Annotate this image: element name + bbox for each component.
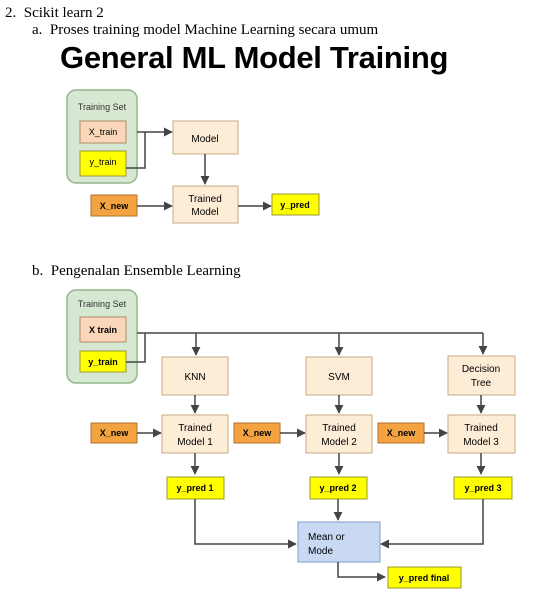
y-pred-box	[271, 193, 320, 216]
subsection-a-title: Proses training model Machine Learning s…	[49, 22, 379, 38]
svm-label: SVM	[328, 372, 350, 383]
y-pred-1-label: y_pred 1	[176, 483, 213, 493]
arrow-ytrain-model	[126, 132, 146, 169]
section-number: 2.	[5, 5, 17, 21]
section-title: Scikit learn 2	[23, 5, 104, 21]
trained-model-2-box	[305, 414, 373, 454]
subsection-b-marker: b.	[32, 263, 44, 279]
trained-model-1-box	[161, 414, 229, 454]
svm-box	[305, 356, 373, 396]
knn-label: KNN	[184, 372, 205, 383]
trained-model-3-box	[447, 414, 516, 454]
x-new-label-1: X_new	[100, 428, 130, 438]
trained-model-2-line2: Model 2	[321, 437, 357, 448]
x-train-label: X_train	[89, 127, 118, 137]
y-pred-final-label: y_pred final	[399, 573, 450, 583]
trained-model-3-line2: Model 3	[463, 437, 499, 448]
mean-mode-box	[297, 521, 381, 563]
knn-box	[161, 356, 229, 396]
trained-model-label-line1: Trained	[188, 194, 222, 205]
trained-model-3-line1: Trained	[464, 423, 498, 434]
y-train-box	[79, 150, 127, 177]
mean-mode-line1: Mean or	[308, 532, 345, 543]
subsection-b-title: Pengenalan Ensemble Learning	[50, 263, 241, 279]
arrow-ypred1-mean	[194, 499, 297, 549]
training-set-label-2: Training Set	[78, 299, 127, 309]
diagram1: Training Set X_train y_train Model X_new…	[66, 89, 320, 224]
x-new-label-3: X_new	[387, 428, 417, 438]
trained-model-label-line2: Model	[191, 207, 218, 218]
mean-mode-line2: Mode	[308, 546, 333, 557]
x-new-label-2: X_new	[243, 428, 273, 438]
diagram2: Training Set X train y_train KNN SVM Dec…	[66, 289, 516, 589]
trained-model-1-line1: Trained	[178, 423, 212, 434]
decision-tree-box	[447, 355, 516, 396]
model-box	[172, 120, 239, 155]
y-pred-final-box	[387, 566, 462, 589]
trained-model-1-line2: Model 1	[177, 437, 213, 448]
y-pred-label: y_pred	[280, 200, 310, 210]
x-train-label-2: X train	[89, 325, 117, 335]
diagram1-title: General ML Model Training	[60, 40, 449, 75]
subsection-a-marker: a.	[32, 22, 43, 38]
y-pred-2-label: y_pred 2	[319, 483, 356, 493]
model-label: Model	[191, 134, 218, 145]
subsection-a-heading: a. Proses training model Machine Learnin…	[32, 21, 378, 39]
y-pred-3-label: y_pred 3	[464, 483, 501, 493]
trained-model-box	[172, 185, 239, 224]
x-train-box	[79, 120, 127, 144]
y-train-label-2: y_train	[88, 357, 118, 367]
subsection-b-heading: b. Pengenalan Ensemble Learning	[32, 262, 241, 280]
section-heading: 2. Scikit learn 2	[5, 4, 104, 22]
decision-tree-label-line1: Decision	[462, 364, 500, 375]
arrow-mean-final	[337, 562, 386, 582]
y-train-label: y_train	[89, 157, 116, 167]
training-set-label: Training Set	[78, 102, 127, 112]
decision-tree-label-line2: Tree	[471, 378, 492, 389]
ytrain-join-line	[126, 333, 146, 363]
trained-model-2-line1: Trained	[322, 423, 356, 434]
x-train-box-2	[79, 316, 127, 343]
x-new-label: X_new	[100, 201, 130, 211]
arrow-ypred3-mean	[380, 499, 484, 549]
